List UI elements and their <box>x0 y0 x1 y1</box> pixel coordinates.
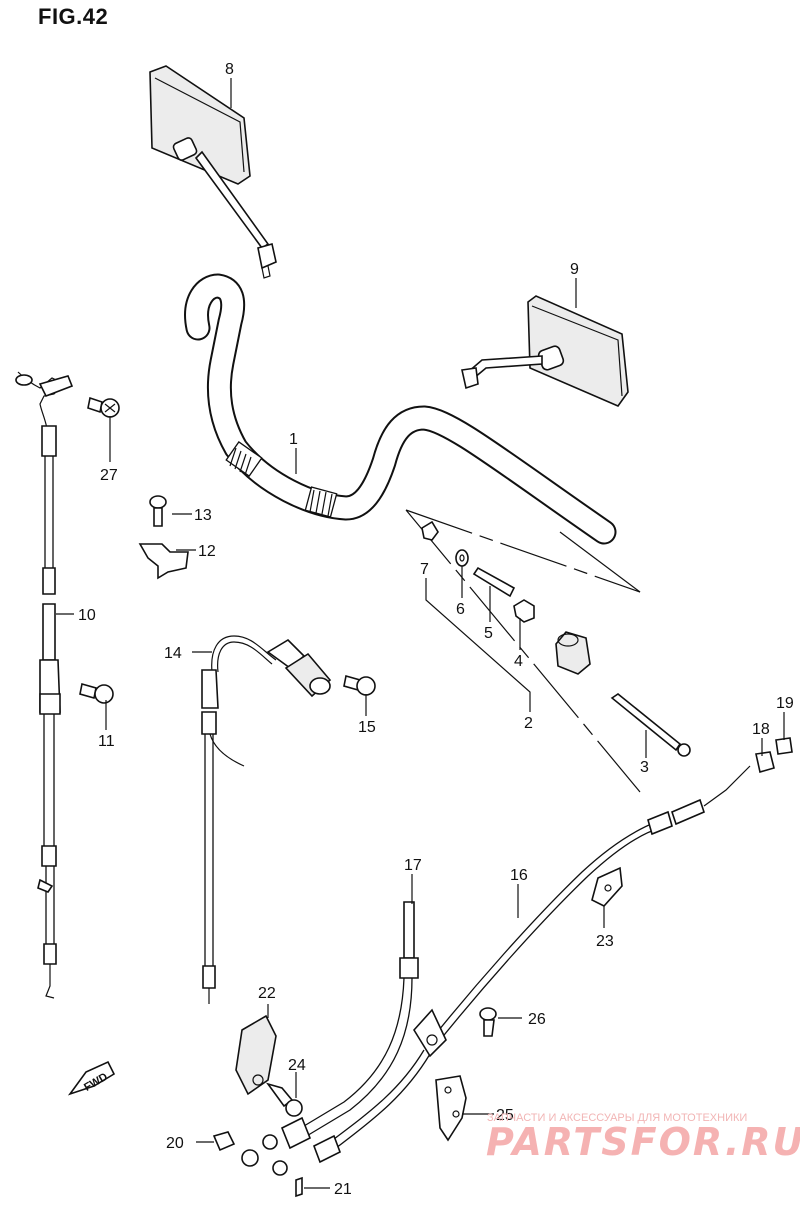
clamp-12 <box>138 543 189 580</box>
callout-8: 8 <box>225 61 234 78</box>
bolt-13 <box>149 495 167 527</box>
part-6-washer <box>455 549 469 567</box>
callout-26: 26 <box>528 1011 546 1028</box>
part-4-bushing <box>513 599 535 623</box>
mirror-right <box>461 295 629 407</box>
part-21 <box>295 1176 303 1198</box>
callout-15: 15 <box>358 719 376 736</box>
screw-15 <box>343 674 376 696</box>
speedometer-cable <box>425 765 751 1051</box>
throttle-cable <box>201 635 332 1004</box>
part-5-pin <box>472 566 516 598</box>
callout-19: 19 <box>776 695 794 712</box>
cable-guide-plate <box>413 1008 447 1058</box>
callout-7: 7 <box>420 561 429 578</box>
callout-2: 2 <box>524 715 533 732</box>
callout-4: 4 <box>514 653 523 670</box>
explode-frame <box>405 509 641 793</box>
cover-22 <box>235 1014 277 1096</box>
part-20 <box>212 1131 236 1152</box>
screw-11 <box>79 682 114 704</box>
handlebar-holder <box>555 631 591 675</box>
callout-12: 12 <box>198 543 216 560</box>
callout-10: 10 <box>78 607 96 624</box>
callout-27: 27 <box>100 467 118 484</box>
callout-14: 14 <box>164 645 182 662</box>
bracket-25 <box>435 1075 467 1142</box>
part-18 <box>755 751 775 774</box>
brake-cable <box>262 901 419 1150</box>
part-3-bolt <box>610 693 691 757</box>
fwd-arrow: FWD <box>67 1060 116 1096</box>
part-19 <box>775 737 793 755</box>
part-7-bushing <box>421 520 439 541</box>
mirror-left <box>149 65 277 279</box>
callout-23: 23 <box>596 933 614 950</box>
callout-25: 25 <box>496 1107 514 1124</box>
figure-title: FIG.42 <box>38 4 109 29</box>
callout-9: 9 <box>570 261 579 278</box>
bracket-23 <box>591 866 623 907</box>
callout-17: 17 <box>404 857 422 874</box>
bolt-26 <box>479 1007 497 1037</box>
watermark-tagline: ЗАПЧАСТИ И АКСЕССУАРЫ ДЛЯ МОТОТЕХНИКИ <box>487 1112 748 1124</box>
callout-3: 3 <box>640 759 649 776</box>
callout-numbers: 1 2 3 4 5 6 7 8 9 10 11 12 13 14 15 16 1… <box>78 61 794 1198</box>
callout-21: 21 <box>334 1181 352 1198</box>
screw-27 <box>87 396 120 418</box>
callout-1: 1 <box>289 431 298 448</box>
callout-11: 11 <box>98 733 115 750</box>
callout-6: 6 <box>456 601 465 618</box>
callout-13: 13 <box>194 507 212 524</box>
handlebar <box>184 273 617 545</box>
callout-18: 18 <box>752 721 770 738</box>
lower-cable <box>241 1049 431 1176</box>
callout-5: 5 <box>484 625 493 642</box>
screw-24 <box>265 1082 303 1117</box>
callout-24: 24 <box>288 1057 306 1074</box>
watermark-logo: PARTSFOR.RU <box>486 1120 800 1164</box>
leader-lines <box>56 78 785 1189</box>
callout-20: 20 <box>166 1135 184 1152</box>
clutch-cable <box>15 371 74 999</box>
callout-16: 16 <box>510 867 528 884</box>
callout-22: 22 <box>258 985 276 1002</box>
